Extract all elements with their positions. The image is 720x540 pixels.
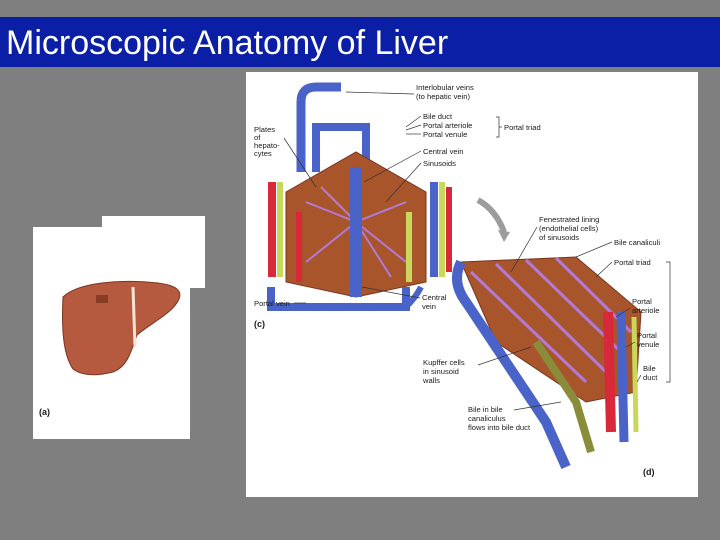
lobule-group <box>267 82 452 311</box>
tissue-sample-marker <box>96 295 108 303</box>
slide-title: Microscopic Anatomy of Liver <box>6 24 449 62</box>
interlobular-vein-2 <box>312 123 370 172</box>
label-portal-venule-c: Portal venule <box>423 130 467 139</box>
bile-duct-d <box>631 316 639 433</box>
label-portal-arteriole-d: Portal <box>632 297 652 306</box>
label-portal-triad-c: Portal triad <box>504 123 541 132</box>
falciform-ligament <box>131 286 137 348</box>
lobule-diagram: Interlobular veins (to hepatic vein) Bil… <box>254 82 671 477</box>
label-kupffer: Kupffer cells <box>423 358 465 367</box>
label-central-vein-c: Central vein <box>423 147 464 156</box>
panel-d-labels: Fenestrated lining (endothelial cells) o… <box>422 215 671 477</box>
label-portal-arteriole-d2: arteriole <box>632 306 659 315</box>
portal-arteriole-d <box>603 311 616 433</box>
label-portal-vein: Portal vein <box>254 299 290 308</box>
label-fenestrated: Fenestrated lining <box>539 215 599 224</box>
label-bile-duct-c: Bile duct <box>423 112 453 121</box>
label-portal-venule-d2: venule <box>637 340 659 349</box>
central-vein <box>350 167 362 297</box>
central-venule-d <box>452 259 571 470</box>
panel-a: (a) <box>33 227 190 439</box>
kupffer-cells <box>532 339 595 454</box>
label-bile-flow-3: flows into bile duct <box>468 423 531 432</box>
label-bile-duct-d: Bile <box>643 364 656 373</box>
label-kupffer-3: walls <box>422 376 440 385</box>
label-bile-duct-d2: duct <box>643 373 658 382</box>
label-bile-flow-2: canaliculus <box>468 414 506 423</box>
panel-main: Interlobular veins (to hepatic vein) Bil… <box>246 72 698 497</box>
label-plates: Plates <box>254 125 275 134</box>
portal-venule-d <box>616 311 629 443</box>
interlobular-vein <box>296 82 341 172</box>
liver-illustration: (a) <box>39 280 181 417</box>
zoom-arrow <box>476 197 507 234</box>
panel-c-labels: Interlobular veins (to hepatic vein) Bil… <box>254 83 541 329</box>
label-interlobular-veins: Interlobular veins <box>416 83 474 92</box>
label-fenestrated-2: (endothelial cells) <box>539 224 599 233</box>
label-plates-3: hepato- <box>254 141 280 150</box>
label-plates-4: cytes <box>254 149 272 158</box>
label-interlobular-veins-sub: (to hepatic vein) <box>416 92 470 101</box>
label-portal-arteriole-c: Portal arteriole <box>423 121 472 130</box>
label-central-vein-c2: Central <box>422 293 447 302</box>
label-sinusoids: Sinusoids <box>423 159 456 168</box>
panel-c-label: (c) <box>254 319 265 329</box>
label-bile-canaliculi: Bile canaliculi <box>614 238 660 247</box>
label-portal-triad-d: Portal triad <box>614 258 651 267</box>
panel-a-label: (a) <box>39 407 50 417</box>
title-bar: Microscopic Anatomy of Liver <box>0 17 720 67</box>
label-fenestrated-3: of sinusoids <box>539 233 579 242</box>
label-central-vein-c2b: vein <box>422 302 436 311</box>
sinusoid-detail <box>452 256 642 470</box>
label-kupffer-2: in sinusoid <box>423 367 459 376</box>
portal-vein-loop <box>267 287 410 311</box>
label-portal-venule-d: Portal <box>637 331 657 340</box>
label-plates-2: of <box>254 133 261 142</box>
panel-d-label: (d) <box>643 467 655 477</box>
portal-triads <box>268 182 452 282</box>
liver-lobe <box>62 280 181 376</box>
label-bile-flow: Bile in bile <box>468 405 503 414</box>
